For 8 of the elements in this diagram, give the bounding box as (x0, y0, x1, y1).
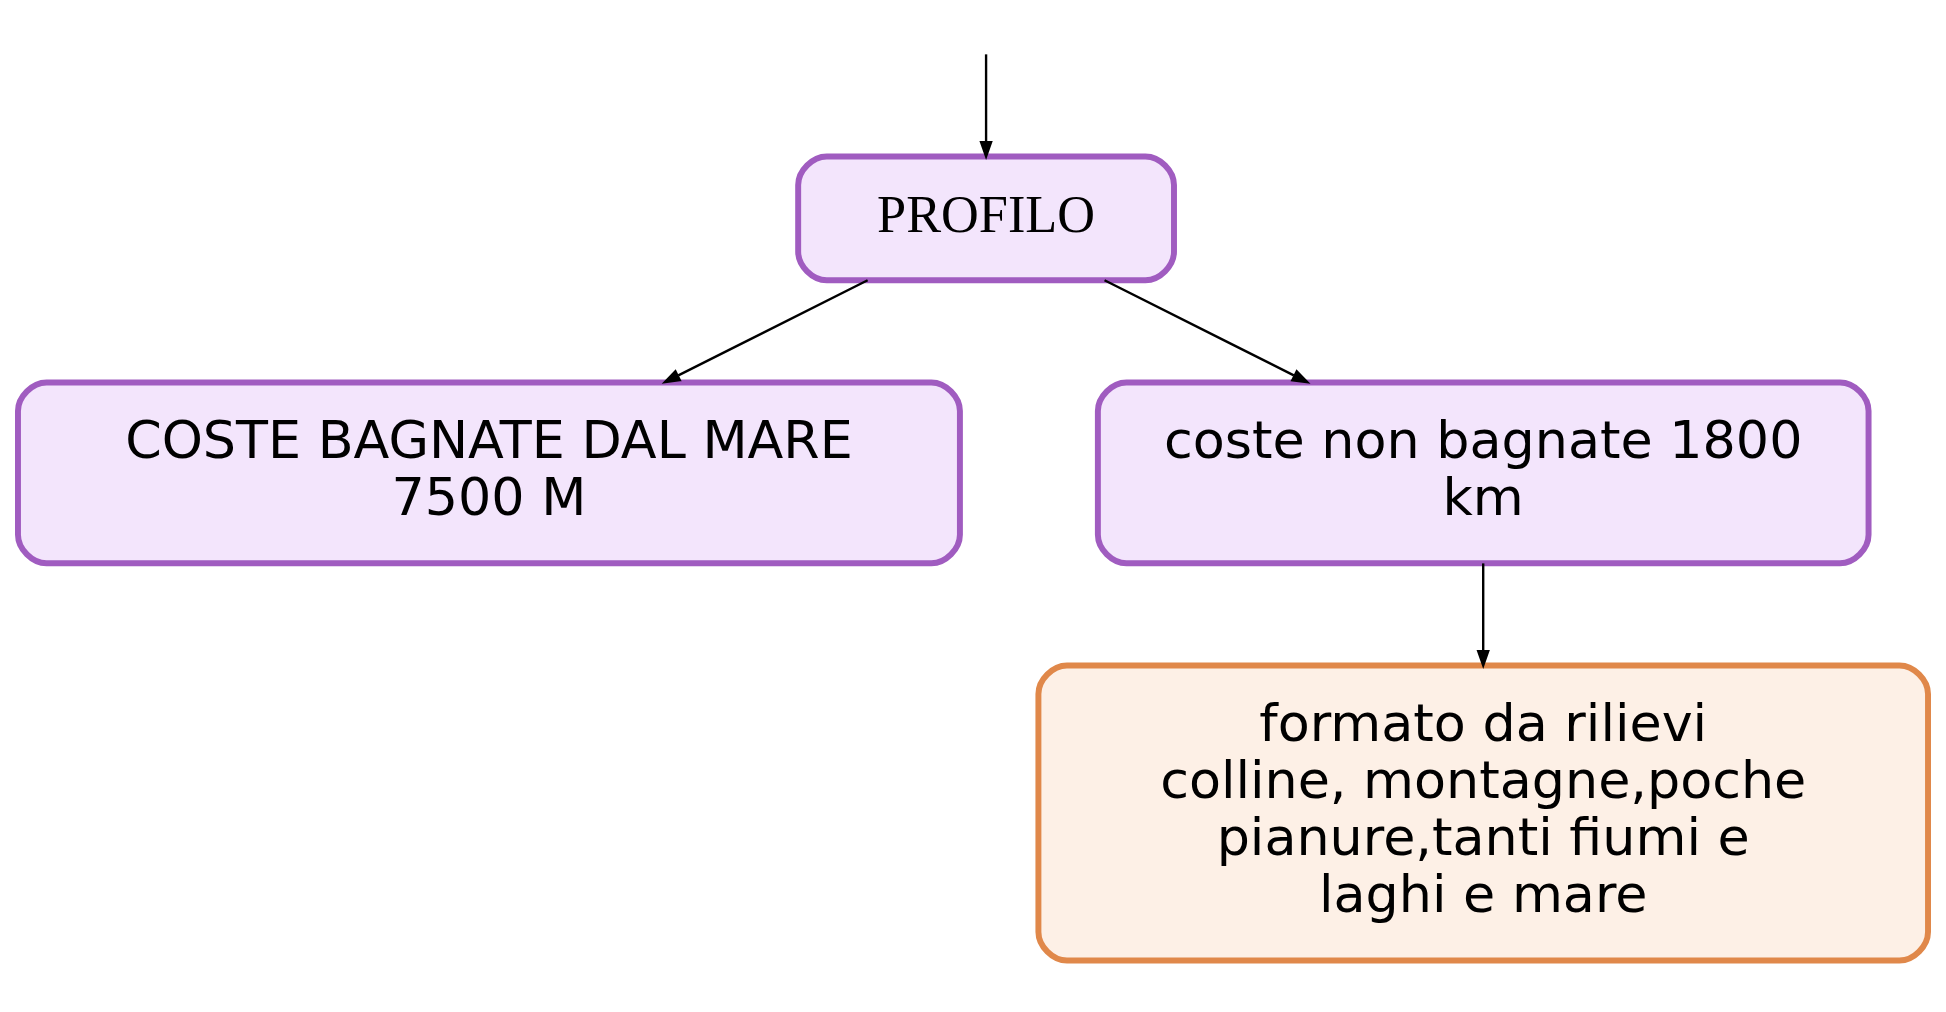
arrow (979, 53, 993, 160)
arrow (1104, 278, 1311, 384)
arrow (661, 278, 869, 384)
node-box: PROFILO (795, 153, 1177, 283)
node-box: formato da rilievi colline, montagne,poche pianure,tanti fiumi e laghi e mare (1035, 662, 1931, 963)
arrow (1476, 562, 1490, 669)
node-box: coste non bagnate 1800 km (1094, 379, 1872, 566)
node-box: COSTE BAGNATE DAL MARE 7500 M (15, 379, 963, 566)
